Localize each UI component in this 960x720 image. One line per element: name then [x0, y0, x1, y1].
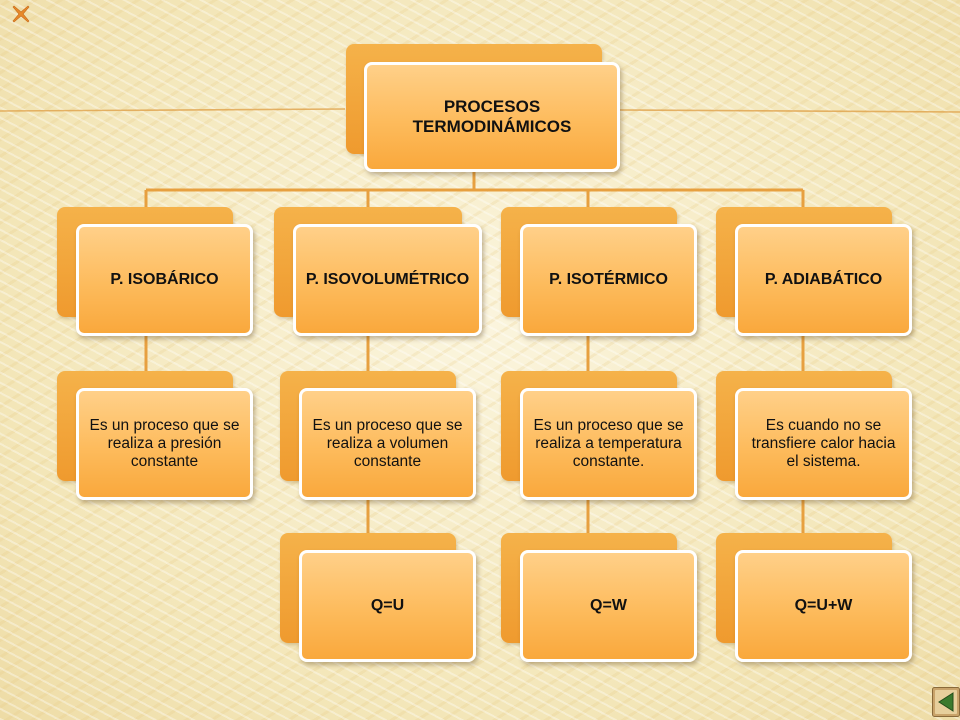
process-isovolumetrico-formula: Q=U — [299, 550, 476, 662]
process-adiabatico-formula: Q=U+W — [735, 550, 912, 662]
process-adiabatico-node: P. ADIABÁTICO — [716, 207, 912, 337]
process-isobarico-description: Es un proceso que se realiza a presión c… — [76, 388, 253, 500]
process-isobarico-label: P. ISOBÁRICO — [76, 224, 253, 336]
process-adiabatico-description: Es cuando no se transfiere calor hacia e… — [735, 388, 912, 500]
process-isotermico-formula-node: Q=W — [501, 533, 697, 663]
process-adiabatico-description-node: Es cuando no se transfiere calor hacia e… — [716, 371, 912, 501]
process-isobarico-description-node: Es un proceso que se realiza a presión c… — [57, 371, 253, 501]
process-isovolumetrico-label: P. ISOVOLUMÉTRICO — [293, 224, 482, 336]
process-isotermico-description: Es un proceso que se realiza a temperatu… — [520, 388, 697, 500]
process-isotermico-label: P. ISOTÉRMICO — [520, 224, 697, 336]
process-isotermico-description-node: Es un proceso que se realiza a temperatu… — [501, 371, 697, 501]
process-isovolumetrico-formula-node: Q=U — [280, 533, 476, 663]
process-isovolumetrico-description: Es un proceso que se realiza a volumen c… — [299, 388, 476, 500]
process-isovolumetrico-description-node: Es un proceso que se realiza a volumen c… — [280, 371, 476, 501]
process-isotermico-node: P. ISOTÉRMICO — [501, 207, 697, 337]
process-adiabatico-formula-node: Q=U+W — [716, 533, 912, 663]
process-isovolumetrico-node: P. ISOVOLUMÉTRICO — [274, 207, 482, 337]
back-arrow-icon[interactable] — [932, 687, 960, 717]
process-isobarico-node: P. ISOBÁRICO — [57, 207, 253, 337]
process-isotermico-formula: Q=W — [520, 550, 697, 662]
x-bullet-icon — [10, 3, 32, 25]
diagram-title: PROCESOS TERMODINÁMICOS — [364, 62, 620, 172]
title-node: PROCESOS TERMODINÁMICOS — [346, 44, 622, 174]
process-adiabatico-label: P. ADIABÁTICO — [735, 224, 912, 336]
